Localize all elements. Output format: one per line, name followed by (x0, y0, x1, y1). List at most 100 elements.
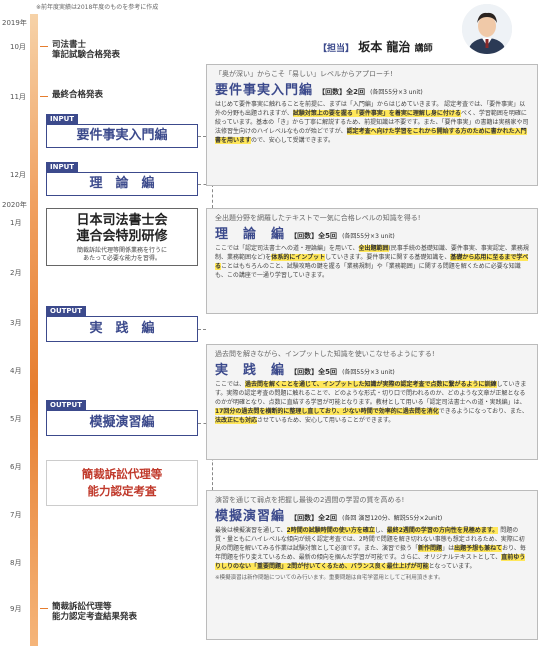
panel-footnote: ※模擬演習は新作問題についてのみ行います。重要問題は自宅学習用としてご利用頂きま… (215, 575, 444, 581)
month-label: 3月 (10, 319, 22, 327)
tag-input: INPUT (46, 114, 79, 124)
panel-count: 【回数】全2回 (318, 88, 365, 96)
timeline-tick (40, 46, 48, 47)
course-req[interactable]: 要件事実入門編 (46, 124, 198, 148)
body-text: ここでは「認定司法書士への道・理論編」を用いて、 (215, 245, 359, 252)
panel-req: 「奥が深い」からこそ「易しい」レベルからアプローチ! 要件事実入門編 【回数】全… (206, 64, 538, 186)
year-2019: 2019年 (2, 19, 27, 27)
panel-lead: 全出題分野を網羅したテキストで一気に合格レベルの知識を得る! (215, 214, 421, 222)
person-icon (462, 4, 512, 54)
panel-body: ここでは「認定司法書士への道・理論編」を用いて、全出題範囲(民事手続の基礎知識、… (215, 244, 529, 280)
month-label: 7月 (10, 511, 22, 519)
body-text: させているため、安心して用いることができます。 (257, 417, 395, 424)
timeline-tick (40, 608, 48, 609)
month-label: 2月 (10, 269, 22, 277)
month-label: 12月 (10, 171, 26, 179)
body-text: 最後は模擬演習を通して、 (215, 527, 287, 534)
connector (198, 184, 212, 185)
panel-body: ここでは、過去問を解くことを通じて、インプットした知識が実際の認定考査で点数に繋… (215, 380, 529, 425)
highlight: 試験対策上の要を握る「要件事実」を着実に理解し身に付ける (292, 110, 461, 117)
instructor-role: 【担当】 (318, 44, 355, 54)
panel-count: 【回数】全5回 (290, 368, 337, 376)
tag-output: OUTPUT (46, 306, 86, 316)
course-theory[interactable]: 理 論 編 (46, 172, 198, 196)
connector (212, 184, 213, 208)
course-mock[interactable]: 模擬演習編 (46, 410, 198, 436)
special-desc-1: 簡裁訴訟代理等関係業務を行うに (76, 247, 167, 254)
panel-detail: (各回55分×3 unit) (342, 233, 395, 240)
body-text: していきます。要件事実に関する基礎知識を、 (325, 254, 451, 261)
body-text: し、 (374, 527, 387, 534)
event-final-pass: 最終合格発表 (52, 90, 104, 100)
body-text: はじめて要件事実に触れることを前提に、まずは「入門編」からはじめていきます。 (215, 101, 443, 108)
body-text: ことはもちろんのこと、試験攻略の鍵を握る「業務規制」や「業務範囲」に関する問題を… (215, 263, 521, 279)
panel-count: 【回数】全2回 (290, 514, 337, 522)
tag-output: OUTPUT (46, 400, 86, 410)
certification-exam-box: 簡裁訴訟代理等 能力認定考査 (46, 460, 198, 506)
month-label: 4月 (10, 367, 22, 375)
panel-title: 模擬演習編 (215, 509, 286, 524)
panel-detail: (各回 演習120分、解説55分×2unit) (342, 515, 443, 522)
special-desc-2: あたって必要な能力を習得。 (83, 255, 161, 262)
highlight: 2時間の試験時間の使い方を確立 (286, 527, 375, 534)
year-2020: 2020年 (2, 201, 27, 209)
highlight: 出題予想も兼ねて (454, 545, 503, 552)
top-note: ※前年度実績は2018年度のものを参考に作成 (36, 4, 159, 11)
instructor-name: 坂本 龍治 (358, 40, 411, 54)
connector (198, 136, 206, 137)
highlight: 法改正にも対応 (215, 417, 258, 424)
course-practice[interactable]: 実 践 編 (46, 316, 198, 342)
cert-line-1: 簡裁訴訟代理等 (81, 467, 163, 481)
connector (198, 329, 206, 330)
month-label: 8月 (10, 559, 22, 567)
month-label: 6月 (10, 463, 22, 471)
panel-title: 要件事実入門編 (215, 83, 314, 98)
body-text: できるようになっており、また、 (438, 408, 528, 415)
body-text: ので、安心して受講できます。 (251, 137, 334, 144)
connector (198, 423, 212, 424)
highlight: 過去問を解くことを通じて、インプットした知識が実際の認定考査で点数に繋がるように… (245, 381, 497, 388)
instructor-label: 【担当】 坂本 龍治 講師 (318, 38, 433, 55)
highlight: 新作問題 (418, 545, 443, 552)
month-label: 5月 (10, 415, 22, 423)
body-text: 認定考査では、「要件事実」以外の分野も出題されますが、 (215, 101, 526, 117)
panel-title: 理 論 編 (215, 227, 286, 242)
panel-count: 【回数】全5回 (290, 232, 337, 240)
body-text: ここでは、 (215, 381, 246, 388)
month-label: 9月 (10, 605, 22, 613)
body-text: していきます。実際の認定考査の問題に触れることで、どのような形式・切り口で問われ… (215, 381, 527, 406)
timeline-bar (30, 14, 38, 646)
panel-detail: (各回55分×3 unit) (370, 89, 423, 96)
panel-practice: 過去問を解きながら、インプットした知識を使いこなせるようにする! 実 践 編 【… (206, 344, 538, 460)
panel-detail: (各回55分×3 unit) (342, 369, 395, 376)
month-label: 1月 (10, 219, 22, 227)
body-text: となっています。 (428, 563, 476, 570)
highlight: 体系的にインプット (271, 254, 326, 261)
panel-body: はじめて要件事実に触れることを前提に、まずは「入門編」からはじめていきます。 認… (215, 100, 529, 145)
panel-theory: 全出題分野を網羅したテキストで一気に合格レベルの知識を得る! 理 論 編 【回数… (206, 208, 538, 314)
highlight: 全出題範囲 (358, 245, 389, 252)
highlight: 最終2週間の学習の方向性を見極めます。 (386, 527, 499, 534)
instructor-avatar (462, 4, 512, 54)
event-written-exam: 司法書士 筆記試験合格発表 (52, 40, 121, 60)
panel-lead: 「奥が深い」からこそ「易しい」レベルからアプローチ! (215, 70, 393, 78)
panel-mock: 演習を通じて弱点を把握し最後の2週間の学習の質を高める! 模擬演習編 【回数】全… (206, 490, 538, 640)
month-label: 11月 (10, 93, 26, 101)
instructor-title: 講師 (414, 44, 433, 54)
body-text: 問題の質・量ともにハイレベルな傾向が続く認定考査では、2時間で問題を解き切れない… (215, 527, 525, 552)
month-label: 10月 (10, 43, 26, 51)
special-title-1: 日本司法書士会 (76, 213, 168, 228)
body-text: 」は (442, 545, 455, 552)
highlight: 17回分の過去問を横断的に整理し直しており、少ない時間で効率的に過去問を消化 (215, 408, 439, 415)
panel-title: 実 践 編 (215, 363, 286, 378)
body-text: おり、毎年問題を作り変えているため、最新の傾向を掴んだ学習が可能です。さらに、オ… (215, 545, 526, 561)
panel-lead: 演習を通じて弱点を把握し最後の2週間の学習の質を高める! (215, 496, 405, 504)
body-text: べく、学習範囲を明確に絞っています。基本の「き」から丁寧に解説するため、前提知識… (215, 110, 529, 135)
panel-body: 最後は模擬演習を通して、2時間の試験時間の使い方を確立し、最終2週間の学習の方向… (215, 526, 529, 571)
tag-input: INPUT (46, 162, 79, 172)
special-training-box: 日本司法書士会 連合会特別研修 簡裁訴訟代理等関係業務を行うに あたって必要な能… (46, 208, 198, 266)
timeline-tick (40, 96, 48, 97)
body-text: (民事手続の基礎知識、要件事実、事実認定、業務規制、業務範囲など)を (215, 245, 529, 261)
special-title-2: 連合会特別研修 (76, 229, 168, 244)
panel-lead: 過去問を解きながら、インプットした知識を使いこなせるようにする! (215, 350, 435, 358)
